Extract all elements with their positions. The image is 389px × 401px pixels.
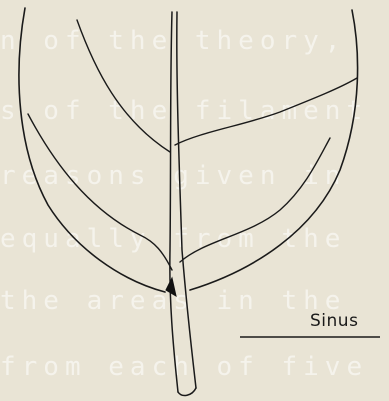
left-leaf-outline	[19, 8, 165, 292]
sinus-label: Sinus	[310, 311, 358, 331]
left-vein-upper	[77, 20, 170, 152]
sinus-mark	[166, 278, 176, 296]
stem-base	[178, 388, 196, 395]
right-vein-upper	[175, 78, 357, 145]
right-vein-lower	[180, 138, 330, 262]
right-leaf-outline	[190, 10, 358, 290]
midrib-right-edge	[177, 12, 196, 388]
